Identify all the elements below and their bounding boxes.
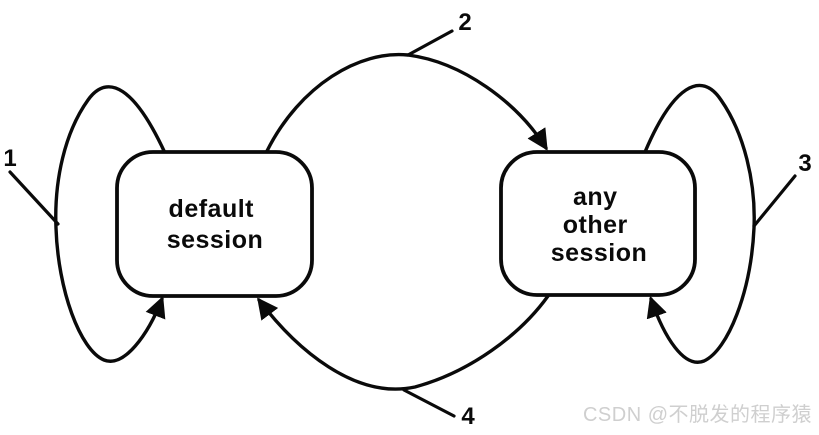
node-left-line-2: session xyxy=(167,226,264,254)
node-right-line-1: any xyxy=(573,183,618,211)
node-right-line-3: session xyxy=(551,239,648,267)
edge-4-label: 4 xyxy=(461,403,475,430)
edge-2-label-tick xyxy=(406,29,454,57)
edge-right-to-left xyxy=(257,294,550,391)
node-left-line-1: default xyxy=(169,195,255,223)
edge-4-label-tick xyxy=(402,388,456,418)
node-default-session-label: default session xyxy=(167,195,264,254)
node-any-other-session xyxy=(499,150,697,297)
edge-3-label-tick xyxy=(752,174,797,228)
edge-3-label: 3 xyxy=(798,150,811,177)
csdn-watermark: CSDN @不脱发的程序猿 xyxy=(583,403,812,426)
edge-2-label: 2 xyxy=(458,9,471,36)
edge-self-loop-right xyxy=(643,83,756,364)
node-right-line-2: other xyxy=(563,211,628,239)
edge-self-loop-left xyxy=(54,85,167,363)
edge-left-to-right xyxy=(265,52,548,153)
node-any-other-session-label: any other session xyxy=(551,183,648,267)
edge-1-label-tick xyxy=(8,170,60,226)
edge-1-label: 1 xyxy=(3,145,16,172)
node-default-session xyxy=(115,150,314,298)
